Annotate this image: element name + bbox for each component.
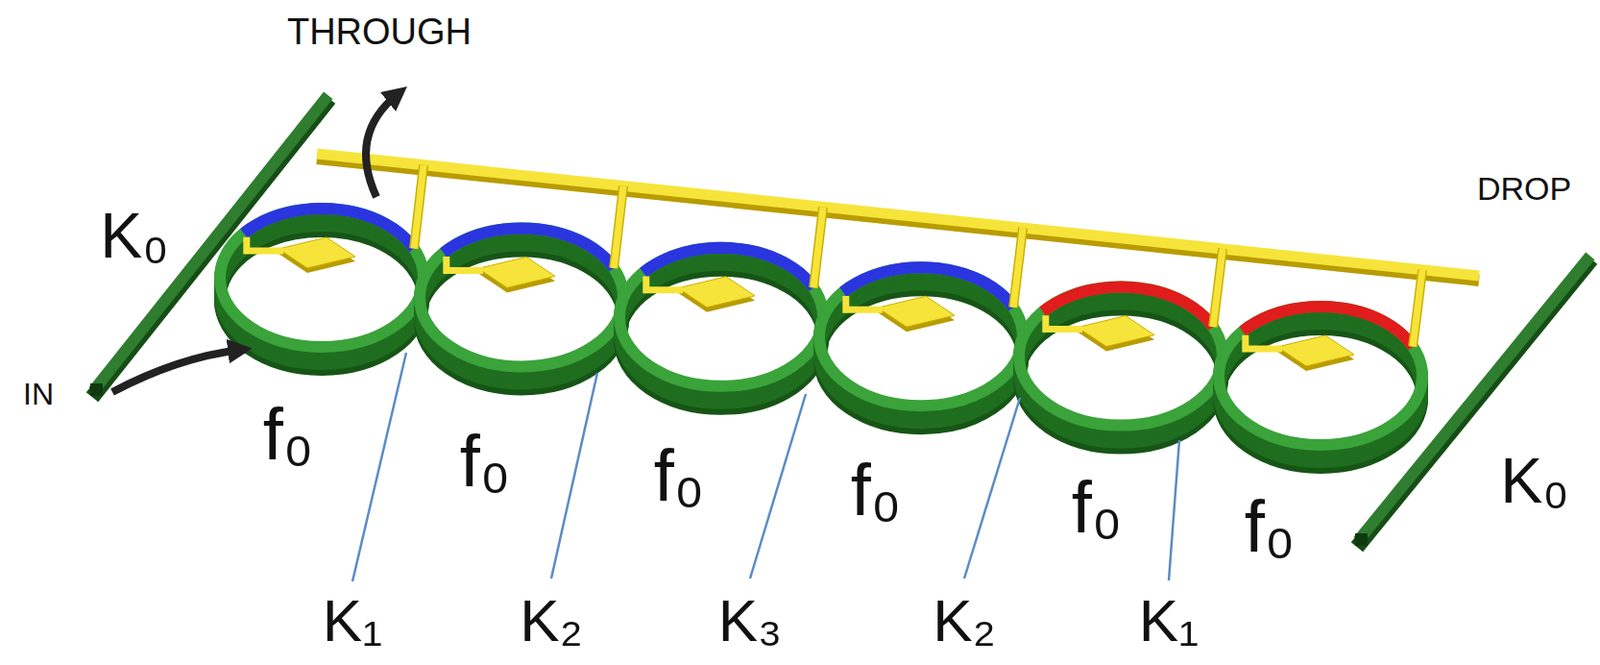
pad-wire xyxy=(1245,335,1283,349)
coupling-label: K₀ xyxy=(99,203,169,267)
leader-line xyxy=(1168,439,1180,581)
coupling-label: K₂ xyxy=(519,590,582,651)
leader-line xyxy=(750,393,806,579)
contact-pad xyxy=(877,295,955,327)
electrode-stub xyxy=(1013,227,1023,308)
electrode-stub xyxy=(813,206,824,288)
contact-pad xyxy=(1277,335,1355,366)
leader-line xyxy=(964,397,1020,579)
coupling-label: K₂ xyxy=(932,590,995,651)
frequency-label: f₀ xyxy=(1244,489,1296,563)
ring-resonator xyxy=(819,227,1023,429)
input-arrow xyxy=(112,349,241,392)
electrode-stub xyxy=(613,185,624,267)
pad-wire xyxy=(246,237,284,251)
electrode-stub xyxy=(613,185,624,267)
coupling-label: K₃ xyxy=(718,590,783,651)
bus-waveguide xyxy=(1355,260,1587,546)
coupling-label: K₁ xyxy=(1139,590,1199,651)
through-arrow xyxy=(365,94,398,197)
pad-wire xyxy=(846,295,883,310)
electrode-stub xyxy=(1013,227,1023,308)
ring-resonator xyxy=(419,185,624,389)
electrode-stub xyxy=(1212,248,1223,327)
contact-pad xyxy=(678,276,755,308)
port-label: DROP xyxy=(1477,171,1572,205)
frequency-label: f₀ xyxy=(1071,470,1123,544)
leader-line xyxy=(551,372,598,579)
frequency-label: f₀ xyxy=(654,438,705,512)
port-label: IN xyxy=(23,378,54,410)
pad-wire xyxy=(446,256,484,270)
frequency-label: f₀ xyxy=(263,397,315,471)
electrode-stub xyxy=(1412,269,1423,347)
contact-pad xyxy=(1077,315,1155,347)
electrode-stub xyxy=(413,165,424,249)
ring-resonator xyxy=(1218,269,1423,468)
electrode-stub xyxy=(413,165,424,249)
electrode-stub xyxy=(1412,269,1423,347)
pad-wire xyxy=(646,276,683,291)
port-label: THROUGH xyxy=(287,13,472,50)
coupling-label: K₀ xyxy=(1500,448,1569,512)
electrode-bus xyxy=(316,153,1479,281)
ring-resonator xyxy=(619,206,824,409)
ring-resonator xyxy=(219,165,424,370)
frequency-label: f₀ xyxy=(460,424,511,498)
ring-resonator xyxy=(1018,248,1223,449)
contact-pad xyxy=(278,237,356,268)
electrode-stub xyxy=(813,206,824,288)
electrode-stub xyxy=(1212,248,1223,327)
coupling-label: K₁ xyxy=(322,590,383,651)
pad-wire xyxy=(1045,315,1083,329)
contact-pad xyxy=(478,256,556,288)
frequency-label: f₀ xyxy=(850,453,902,527)
leader-line xyxy=(352,352,407,582)
